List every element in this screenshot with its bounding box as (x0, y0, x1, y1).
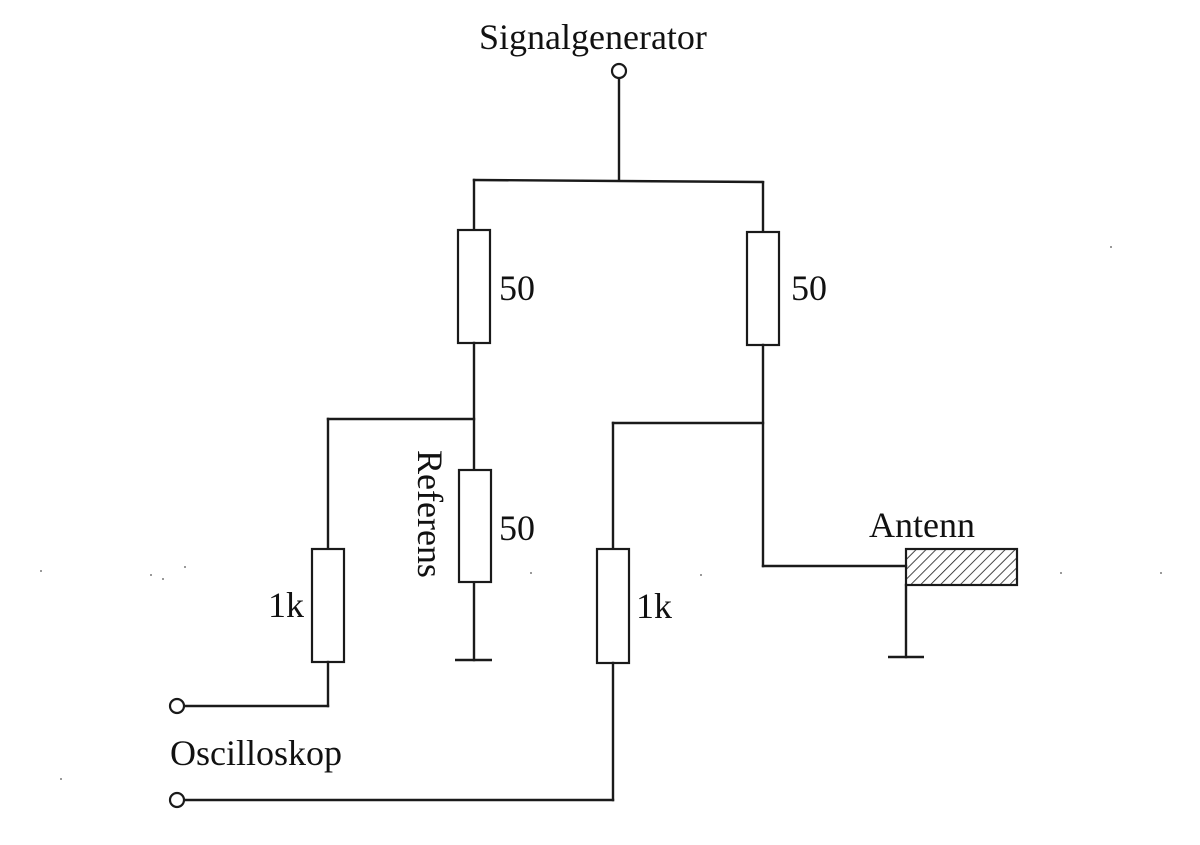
reference-label: Referens (410, 450, 450, 578)
resistor-left-1k-value: 1k (268, 585, 304, 625)
resistor-top-left (456, 228, 492, 345)
top-bus (472, 178, 765, 234)
antenna-branch-wires (611, 343, 908, 568)
signal-generator-input (610, 62, 628, 182)
antenna-label: Antenn (869, 505, 975, 545)
oscilloscope-terminal-2 (168, 791, 186, 809)
oscilloscope-wire-2 (168, 661, 615, 809)
resistor-reference (457, 468, 493, 584)
oscilloscope-label: Oscilloskop (170, 733, 342, 773)
resistor-reference-value: 50 (499, 508, 535, 548)
resistor-right-1k-value: 1k (636, 586, 672, 626)
signal-generator-label: Signalgenerator (479, 17, 707, 57)
oscilloscope-wire-1 (168, 660, 330, 715)
signal-generator-terminal (610, 62, 628, 80)
oscilloscope-terminal-1 (168, 697, 186, 715)
antenna-symbol (888, 547, 1019, 659)
resistor-right-1k (595, 547, 631, 665)
scan-artifacts (40, 246, 1162, 780)
resistor-top-right (745, 230, 781, 347)
resistor-left-1k (310, 547, 346, 664)
reference-branch-wires (326, 341, 476, 662)
resistor-top-left-value: 50 (499, 268, 535, 308)
resistor-top-right-value: 50 (791, 268, 827, 308)
